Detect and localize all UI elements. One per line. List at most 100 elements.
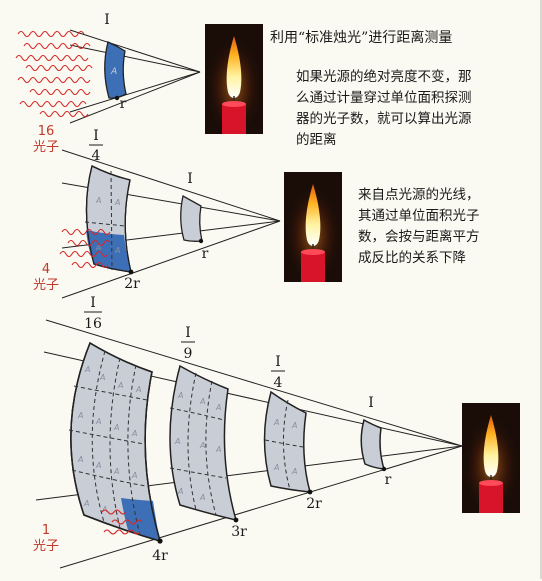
intensity-label: I: [187, 171, 193, 187]
paragraph-line: 数，会按与距离平方: [358, 229, 480, 245]
photon-count-label-3: 1 光子: [26, 523, 66, 555]
photon-count: 16: [37, 124, 55, 139]
cell-letter: A: [95, 417, 101, 426]
photon-waves: [15, 30, 93, 118]
light-ray: [69, 44, 201, 73]
paragraph-line: 成反比的关系下降: [358, 250, 466, 266]
distance-label: 3r: [231, 524, 247, 540]
photon-count: 4: [41, 262, 51, 277]
distance-label: r: [202, 246, 209, 262]
distance-label: r: [385, 472, 392, 488]
cell-letters: A A A A: [95, 196, 120, 255]
cell-letter: A: [215, 403, 221, 412]
photon-count-label-1: 16 光子: [26, 124, 66, 156]
light-ray: [59, 445, 463, 569]
distance-marker: [198, 238, 204, 244]
cell-letter: A: [110, 67, 117, 77]
distance-marker: [157, 538, 163, 544]
cell-letter: A: [199, 493, 205, 502]
fraction-denominator: 4: [92, 148, 101, 164]
light-ray: [69, 71, 201, 113]
distance-marker: [307, 489, 313, 495]
fraction-denominator: 16: [84, 316, 102, 332]
fraction-denominator: 9: [184, 346, 193, 362]
grid-lines: [264, 399, 304, 491]
cell-letter: A: [99, 373, 105, 382]
photon-unit: 光子: [32, 539, 59, 554]
explanation-paragraph-1: 如果光源的绝对亮度不变，那 么通过计量穿过单位面积探测 器的光子数，就可以算出光…: [296, 67, 472, 151]
cell-letter: A: [135, 385, 141, 394]
candle-photo-1: [204, 23, 264, 135]
intensity-labels: I r I 4 I 2r r I 16 4r I 9 3r I 4 2r I r: [84, 12, 392, 564]
photon-unit: 光子: [32, 140, 59, 155]
cell-letter: A: [131, 429, 137, 438]
cell-letter: A: [114, 246, 120, 255]
cell-letter: A: [177, 391, 183, 400]
grid-lines: [169, 372, 227, 516]
cell-letter: A: [95, 196, 101, 205]
fraction-numerator: I: [275, 354, 281, 370]
cell-letter: A: [95, 461, 101, 470]
cell-letter: A: [114, 198, 120, 207]
cell-letter: A: [101, 505, 107, 514]
candle-photo-3: [461, 402, 521, 514]
grid-lines: [68, 350, 148, 536]
light-ray: [61, 220, 281, 299]
fraction-numerator: I: [185, 325, 191, 341]
panel-1: A: [15, 29, 201, 124]
photon-unit: 光子: [32, 278, 59, 293]
cell-letter: A: [215, 445, 221, 454]
fraction-denominator: 4: [274, 375, 283, 391]
cell-letter: A: [291, 467, 297, 476]
detector-surface: [104, 41, 127, 99]
distance-marker: [128, 269, 134, 275]
paragraph-line: 其通过单位面积光子: [358, 208, 480, 224]
paragraph-line: 如果光源的绝对亮度不变，那: [296, 69, 472, 85]
paragraph-line: 么通过计量穿过单位面积探测: [296, 90, 472, 106]
distance-label: r: [120, 96, 127, 112]
distance-marker: [114, 95, 120, 101]
cell-letter: A: [83, 499, 89, 508]
cell-letter: A: [273, 418, 279, 427]
cell-letter: A: [117, 381, 123, 390]
cell-letter: A: [84, 365, 90, 374]
highlighted-unit-area: [86, 230, 131, 272]
distance-label: 4r: [152, 548, 168, 564]
photon-count: 1: [41, 523, 51, 538]
detector-surface-far: [180, 195, 203, 242]
cell-letter: A: [174, 437, 180, 446]
fraction-numerator: I: [90, 295, 96, 311]
distance-marker: [381, 466, 387, 472]
photon-waves: [101, 509, 143, 535]
light-ray: [61, 149, 281, 222]
light-ray: [45, 319, 463, 447]
fraction-numerator: I: [93, 128, 99, 144]
distance-label: 2r: [124, 276, 140, 292]
cell-letter: A: [95, 243, 101, 252]
light-ray: [69, 71, 201, 124]
cell-letter: A: [131, 471, 137, 480]
photon-count-label-2: 4 光子: [26, 262, 66, 294]
cell-letter: A: [113, 467, 119, 476]
section-title: 利用“标准烛光”进行距离测量: [270, 30, 453, 46]
cell-letter: A: [113, 423, 119, 432]
light-ray: [69, 29, 201, 73]
detector-surface-r: [360, 418, 386, 470]
cell-letter: A: [77, 455, 83, 464]
intensity-label: I: [104, 12, 110, 28]
photon-waves: [59, 228, 111, 269]
cell-letter: A: [291, 421, 297, 430]
panel-2: A A A A: [59, 149, 281, 299]
cell-letter: A: [77, 411, 83, 420]
cell-letter: A: [273, 463, 279, 472]
paragraph-line: 的距离: [296, 132, 337, 148]
cell-letter: A: [199, 397, 205, 406]
distance-label: 2r: [306, 496, 322, 512]
paragraph-line: 来自点光源的光线，: [358, 187, 480, 203]
distance-marker: [233, 517, 239, 523]
cell-letter: A: [177, 487, 183, 496]
